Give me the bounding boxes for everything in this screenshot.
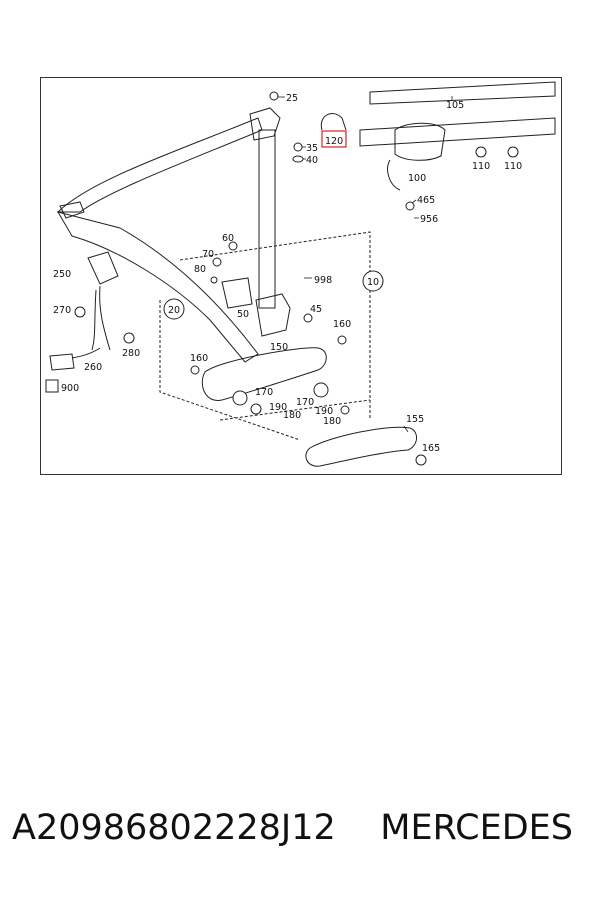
motor-100 (394, 122, 446, 161)
washer-170a (232, 390, 248, 406)
wire-260 (71, 347, 101, 359)
label-10: 10 (367, 277, 379, 288)
buckle-250 (87, 251, 119, 285)
bolt-160a (190, 365, 200, 375)
bolt-45 (303, 313, 313, 323)
leader-465 (411, 199, 417, 204)
label-150: 150 (270, 342, 288, 353)
seat-rail-150 (201, 347, 327, 401)
diagram-frame (40, 77, 562, 475)
label-160a: 160 (190, 353, 208, 364)
callout-circle-10 (362, 270, 384, 292)
belt-webbing-lower (56, 211, 259, 363)
label-160b: 160 (333, 319, 351, 330)
caption: A20986802228J12 MERCEDES (12, 808, 573, 848)
label-60: 60 (222, 233, 234, 244)
label-170a: 170 (255, 387, 273, 398)
belt-webbing (56, 117, 263, 213)
label-170b: 170 (296, 397, 314, 408)
nut-110b (507, 146, 519, 158)
washer-40 (292, 155, 304, 163)
mount-frame (159, 231, 371, 441)
connector-260 (49, 353, 75, 371)
clip-bracket (221, 277, 253, 309)
height-adjuster (255, 293, 291, 337)
label-190a: 190 (269, 402, 287, 413)
label-180a: 180 (283, 410, 301, 421)
brand-name: MERCEDES (380, 808, 573, 848)
seat-track-lower (359, 117, 556, 147)
label-110a: 110 (472, 161, 490, 172)
label-165: 165 (422, 443, 440, 454)
leader-155 (403, 425, 409, 433)
washer-35 (293, 142, 303, 152)
screw-280 (123, 332, 135, 344)
label-40: 40 (306, 155, 318, 166)
part-120-outline (320, 113, 347, 131)
bolt-60 (228, 241, 238, 251)
bolt-80 (210, 276, 218, 284)
buckle-cable (91, 285, 111, 351)
label-25: 25 (286, 93, 298, 104)
label-900: 900 (61, 383, 79, 394)
grommet-270 (74, 306, 86, 318)
label-270: 270 (53, 305, 71, 316)
label-110b: 110 (504, 161, 522, 172)
washer-190b (340, 405, 350, 415)
label-180b: 180 (323, 416, 341, 427)
callout-circle-20 (163, 298, 185, 320)
upper-anchor (249, 107, 281, 141)
label-120: 120 (325, 136, 343, 147)
label-956: 956 (420, 214, 438, 225)
label-190b: 190 (315, 406, 333, 417)
label-465: 465 (417, 195, 435, 206)
nut-110a (475, 146, 487, 158)
label-155: 155 (406, 414, 424, 425)
label-50: 50 (237, 309, 249, 320)
bracket-155 (305, 426, 417, 467)
bolt-160b (337, 335, 347, 345)
part-120-highlight (321, 130, 347, 148)
part-number: A20986802228J12 (12, 808, 336, 848)
label-100: 100 (408, 173, 426, 184)
belt-rail (258, 129, 276, 309)
bolt-70 (212, 257, 222, 267)
label-998: 998 (314, 275, 332, 286)
label-70: 70 (202, 249, 214, 260)
label-35: 35 (306, 143, 318, 154)
label-80: 80 (194, 264, 206, 275)
washer-170b (313, 382, 329, 398)
label-260: 260 (84, 362, 102, 373)
bolt-165 (415, 454, 427, 466)
bolt-465 (405, 201, 415, 211)
label-105: 105 (446, 100, 464, 111)
label-20: 20 (168, 305, 180, 316)
wire-harness-100 (387, 159, 401, 191)
label-45: 45 (310, 304, 322, 315)
washer-190a (250, 403, 262, 415)
connector-900 (45, 379, 59, 393)
label-280: 280 (122, 348, 140, 359)
label-250: 250 (53, 269, 71, 280)
belt-tongue (59, 201, 85, 219)
seat-track-upper (369, 81, 556, 105)
bolt-25 (269, 91, 279, 101)
